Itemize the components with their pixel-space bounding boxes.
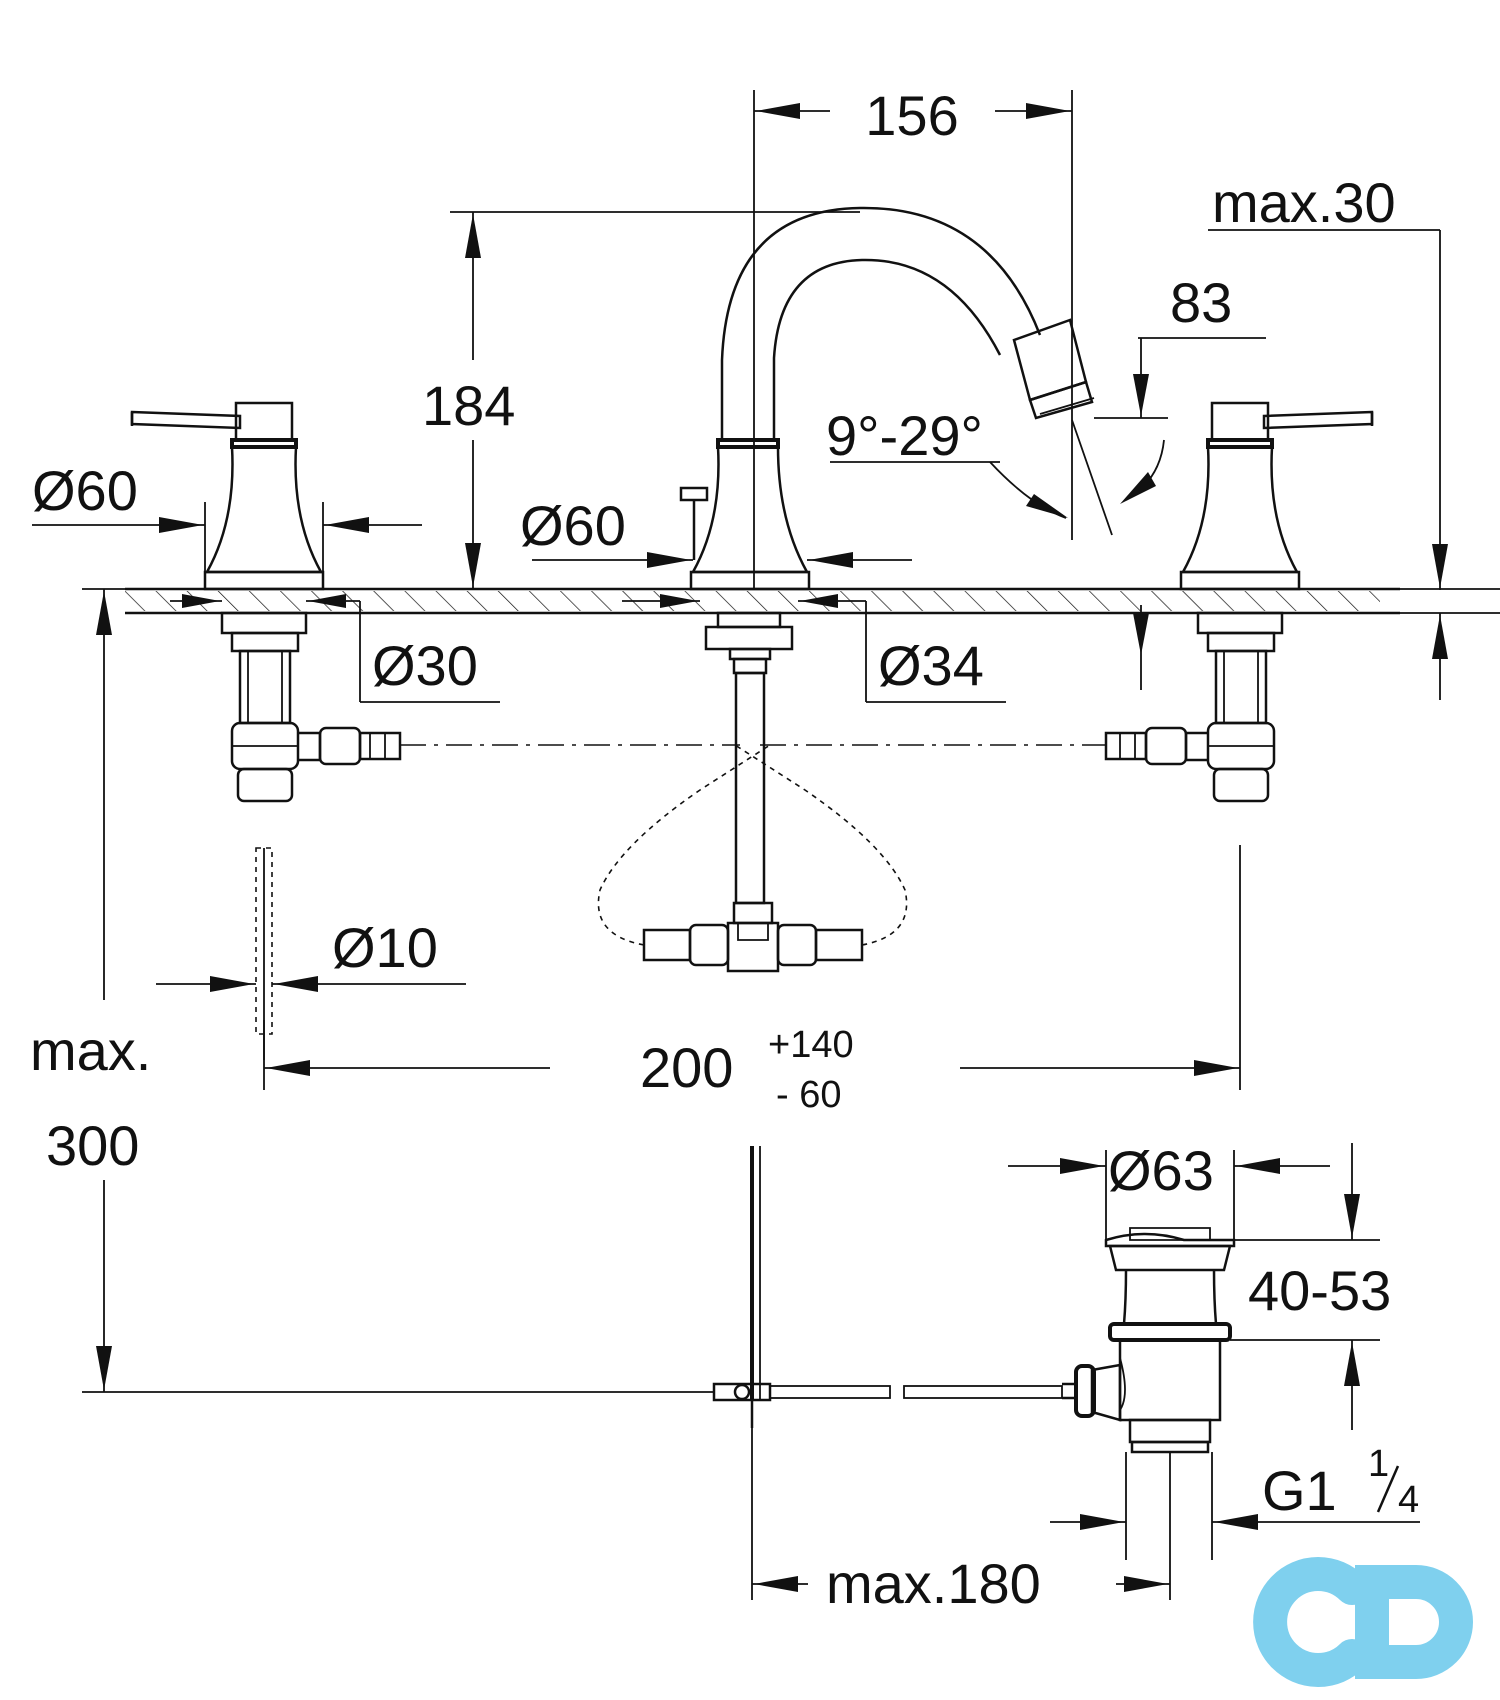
center-spout [679, 206, 1095, 925]
tee-connector [642, 921, 864, 973]
right-handle-valve [1104, 401, 1374, 803]
dim-aerator-max: max.30 [1212, 171, 1396, 234]
dim-depth-label-1: max. [30, 1019, 151, 1082]
dim-waste-dia: Ø63 [1108, 1139, 1214, 1202]
dim-swivel-angle: 9°-29° [826, 404, 983, 467]
watermark-logo [1253, 1557, 1473, 1687]
dim-depth-label-2: 300 [46, 1114, 139, 1177]
linkage [82, 1146, 1063, 1428]
dim-rod-dia: Ø10 [332, 916, 438, 979]
dim-left-hole-dia: Ø30 [372, 634, 478, 697]
flex-hoses [400, 744, 1106, 946]
dim-thread-g: G1 [1262, 1459, 1337, 1522]
dim-spout-drop: 83 [1170, 271, 1232, 334]
dim-spacing-plus: +140 [768, 1024, 854, 1066]
dim-spacing-minus: - 60 [776, 1074, 841, 1116]
dim-center-body-dia: Ø60 [520, 494, 626, 557]
dim-spout-reach: 156 [865, 84, 958, 147]
dim-thread-den: 4 [1398, 1479, 1419, 1521]
dim-height: 184 [422, 374, 515, 437]
dim-center-hole-dia: Ø34 [878, 634, 984, 697]
popup-waste [1062, 1227, 1236, 1454]
dim-waste-offset: max.180 [826, 1552, 1041, 1615]
dim-spacing-nominal: 200 [640, 1036, 733, 1099]
left-handle-valve [130, 401, 402, 803]
dim-waste-height: 40-53 [1248, 1259, 1391, 1322]
dim-left-handle-dia: Ø60 [32, 459, 138, 522]
lift-rod [255, 847, 273, 1090]
dim-thread-num: 1 [1368, 1443, 1389, 1485]
dimension-lines [32, 90, 1500, 1600]
